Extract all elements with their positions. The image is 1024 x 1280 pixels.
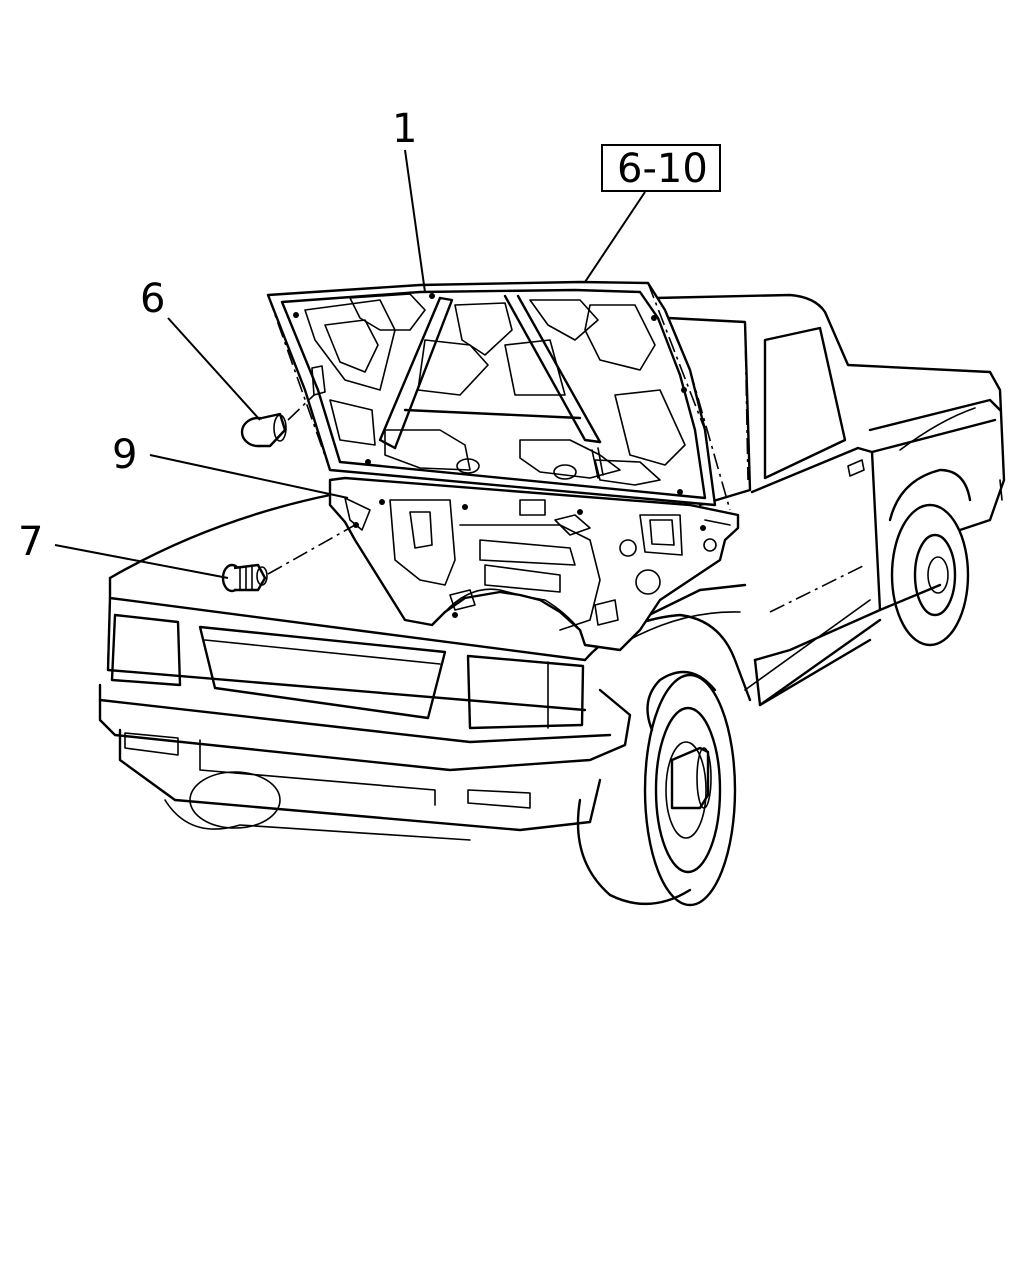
engine-bay bbox=[444, 588, 581, 631]
hood-assembly bbox=[266, 280, 731, 511]
callout-7: 7 bbox=[18, 519, 229, 579]
hood-insulator-panel bbox=[328, 476, 740, 652]
callout-6: 6 bbox=[140, 276, 261, 421]
leader-line-range bbox=[584, 191, 646, 283]
callout-1: 1 bbox=[392, 106, 426, 293]
callout-hood-label: 1 bbox=[392, 106, 417, 152]
leader-line-insulator bbox=[149, 454, 349, 499]
leader-line-clip bbox=[54, 544, 229, 579]
callout-range-box bbox=[601, 144, 721, 192]
callout-bumper-stop-label: 6 bbox=[140, 276, 165, 322]
callout-6-10: 6-10 bbox=[584, 144, 721, 283]
leader-line-bumper-stop bbox=[167, 317, 261, 421]
truck-body bbox=[576, 293, 1006, 907]
bumper-stop-part bbox=[240, 394, 315, 448]
callout-insulator-label: 9 bbox=[112, 432, 137, 478]
callout-9: 9 bbox=[112, 432, 349, 499]
clip-part bbox=[221, 524, 356, 593]
front-end bbox=[98, 493, 632, 841]
callout-range-label: 6-10 bbox=[617, 146, 708, 192]
leader-line-hood bbox=[404, 149, 426, 293]
callout-clip-label: 7 bbox=[18, 519, 43, 565]
